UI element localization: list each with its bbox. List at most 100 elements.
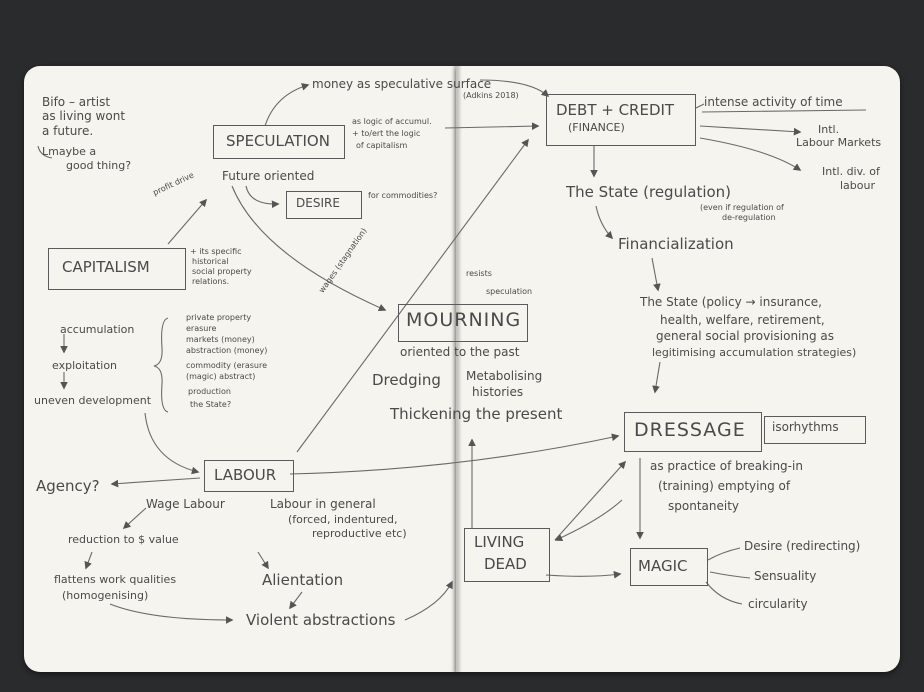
resists-text: resists [466,269,492,278]
arrow-labour-agency [110,477,201,488]
arrow-alientation-violent [289,591,303,610]
abstraction-text: abstraction (money) [186,346,268,355]
agency-text: Agency? [36,477,100,495]
reduction-text: reduction to $ value [68,533,179,546]
line-magic-desire [707,547,741,561]
speculation-small-text: speculation [486,287,533,296]
speculation-label: SPECULATION [226,132,330,150]
specific-line-1: + its specific [190,247,242,256]
exploitation-text: exploitation [52,359,118,372]
labour-label: LABOUR [214,466,277,484]
specific-line-2: historical [192,257,229,266]
maybe-text: Lmaybe a [42,145,97,158]
arrow-living-dressage [554,460,627,541]
uneven-development-text: uneven development [34,394,152,407]
line-intense-debt [695,103,705,109]
homogenising-text: (homogenising) [62,589,149,602]
specific-line-3: social property [192,267,252,276]
mourning-label: MOURNING [406,309,522,331]
practice-line-2: (training) emptying of [658,479,791,493]
arrow-debt-markets [699,125,802,136]
accumulation-text: accumulation [60,323,135,336]
reproductive-text: reproductive etc) [312,527,407,540]
labour-box [204,460,294,492]
the-state-question-text: the State? [190,400,232,409]
metabolising-text: Metabolising [466,369,543,383]
arrow-capitalism-profit [167,198,208,245]
money-speculative-text: money as speculative surface [312,77,492,91]
arrow-debt-intldiv [699,137,802,171]
arrow-future-mourning [231,185,387,312]
adkins-ref: (Adkins 2018) [463,91,519,100]
intl-markets-line-1: Intl. [818,123,840,136]
notebook-left-page [24,66,456,672]
legitimising-text: legitimising accumulation strategies) [652,346,857,359]
flattens-text: flattens work qualities [54,573,177,586]
arrow-magic-living [554,499,623,541]
labour-general-text: Labour in general [270,497,376,511]
even-if-line-1: (even if regulation of [700,203,784,212]
future-oriented-text: Future oriented [222,169,315,183]
arrow-speculation-money [264,83,310,127]
forced-text: (forced, indentured, [288,513,398,526]
underline-intense [701,109,867,113]
logic-line-2: + to/ert the logic [352,129,421,138]
circularity-text: circularity [748,597,808,611]
production-text: production [188,387,231,396]
for-commodities-text: for commodities? [368,191,438,200]
magic-label: MAGIC [638,557,688,575]
private-property-text: private property [186,313,252,322]
specific-line-4: relations. [192,277,230,286]
arrow-future-desire [245,185,280,209]
financialization-text: Financialization [618,235,734,253]
dressage-label: DRESSAGE [634,419,746,441]
desire-redirecting-text: Desire (redirecting) [744,539,861,553]
arrow-speculation-debt [444,122,540,130]
markets-text: markets (money) [186,335,255,344]
bifo-text: Bifo – artist [42,95,111,109]
dredging-text: Dredging [372,371,441,389]
magic-box [630,548,708,586]
notebook-gutter [452,66,462,672]
erasure-text: erasure [186,324,217,333]
living-dead-box [464,528,550,582]
practice-line-3: spontaneity [668,499,740,513]
state-regulation-text: The State (regulation) [566,183,732,201]
commodity-text: commodity (erasure [186,361,267,370]
dressage-box [624,412,762,452]
capitalism-box [48,248,186,290]
speculation-box [213,125,345,159]
arrow-labour-debt [296,138,529,453]
isorhythms-box [764,416,866,444]
arrow-labour-alientation [257,551,269,570]
thickening-text: Thickening the present [390,405,563,423]
intl-markets-line-2: Labour Markets [796,136,882,149]
state-policy-text: The State (policy → insurance, [640,295,822,309]
desire-box [286,191,362,219]
arrow-policy-dressage [652,361,661,394]
arrow-reduction-flattens [84,551,93,570]
arrow-flattens-violent [109,603,234,624]
logic-line-3: of capitalism [356,141,408,150]
arrow-labour-dressage [289,433,620,475]
mourning-box [398,304,528,342]
bracket-list [153,317,169,413]
sensuality-text: Sensuality [754,569,817,583]
magic-abstract-text: (magic) abstract) [186,372,256,381]
arrow-wage-reduction [122,507,147,530]
violent-abstractions-text: Violent abstractions [246,611,396,629]
capitalism-label: CAPITALISM [62,258,150,276]
health-text: health, welfare, retirement, [660,313,825,327]
oriented-past-text: oriented to the past [400,345,520,359]
intense-activity-text: intense activity of time [704,95,843,109]
alientation-text: Alientation [262,571,344,589]
general-social-text: general social provisioning as [656,329,835,343]
isorhythms-label: isorhythms [772,420,839,434]
living-label: LIVING [474,533,525,551]
debt-credit-label: DEBT + CREDIT [556,101,675,119]
histories-text: histories [472,385,524,399]
arrow-list-labour [144,412,200,475]
even-if-line-2: de-regulation [722,213,776,222]
wage-labour-text: Wage Labour [146,497,225,511]
